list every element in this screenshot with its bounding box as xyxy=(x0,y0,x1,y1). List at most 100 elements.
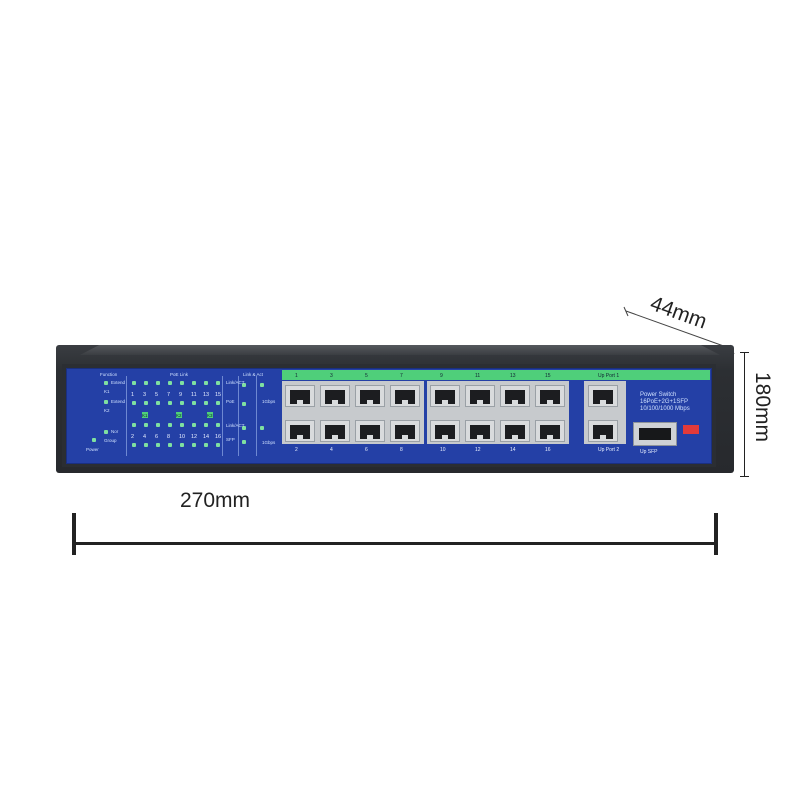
rj45-port-10[interactable] xyxy=(430,420,460,442)
width-dimension-cap-left xyxy=(72,513,76,555)
group-badge-1-label: K1 xyxy=(142,413,148,418)
function-id-1: K1 xyxy=(104,389,110,394)
port-led-odd-9 xyxy=(180,381,184,385)
port-label-9: 9 xyxy=(440,373,443,379)
uplink-label-3: Link/ACT xyxy=(226,423,245,428)
rj45-port-up-port-2[interactable] xyxy=(588,420,618,442)
link-act-header: Link & Act xyxy=(243,372,264,377)
speed-label-1: 1Gbps xyxy=(262,399,276,404)
port-label-7: 7 xyxy=(400,373,403,379)
uplink-led-4 xyxy=(242,440,246,444)
rj45-port-8[interactable] xyxy=(390,420,420,442)
rj45-port-6[interactable] xyxy=(355,420,385,442)
led-separator-2 xyxy=(222,376,223,456)
port-led-odd-13 xyxy=(204,381,208,385)
port-led-even-6 xyxy=(156,423,160,427)
rj45-port-5[interactable] xyxy=(355,385,385,407)
port-label-up-port-1: Up Port 1 xyxy=(598,373,620,379)
function-label-2: Extend xyxy=(111,399,126,404)
poe-led-even-12 xyxy=(192,443,196,447)
rj45-port-3[interactable] xyxy=(320,385,350,407)
power-led xyxy=(92,438,96,442)
port-label-up-port-2: Up Port 2 xyxy=(598,447,620,453)
group-badge-1 xyxy=(142,412,148,418)
poe-led-even-10 xyxy=(180,443,184,447)
function-label-3: Nor xyxy=(111,429,119,434)
uplink-label-1: Link/ACT xyxy=(226,380,245,385)
rj45-port-12[interactable] xyxy=(465,420,495,442)
led-number-8: 8 xyxy=(167,434,171,440)
rj45-port-11[interactable] xyxy=(465,385,495,407)
port-led-even-16 xyxy=(216,423,220,427)
port-label-14: 14 xyxy=(510,447,516,453)
group-badge-2-label: K2 xyxy=(176,413,182,418)
rj45-port-13[interactable] xyxy=(500,385,530,407)
width-dimension-cap-right xyxy=(714,513,718,555)
poe-led-even-6 xyxy=(156,443,160,447)
rj45-port-up-port-1[interactable] xyxy=(588,385,618,407)
height-dimension-cap-top xyxy=(740,352,749,353)
port-led-odd-3 xyxy=(144,381,148,385)
port-number-strip xyxy=(282,370,710,380)
uplink-led-1 xyxy=(242,383,246,387)
led-number-7: 7 xyxy=(167,392,171,398)
uplink-led-2 xyxy=(242,402,246,406)
port-label-5: 5 xyxy=(365,373,368,379)
function-id-3: Group xyxy=(104,438,117,443)
poe-link-header: PoE Link xyxy=(170,372,189,377)
info-line-2: 16PoE+2G+1SFP xyxy=(640,399,689,405)
port-label-13: 13 xyxy=(510,373,516,379)
port-led-even-10 xyxy=(180,423,184,427)
led-number-4: 4 xyxy=(143,434,147,440)
port-led-even-14 xyxy=(204,423,208,427)
height-dimension-line xyxy=(744,352,745,476)
port-led-odd-7 xyxy=(168,381,172,385)
port-label-15: 15 xyxy=(545,373,551,379)
poe-led-odd-15 xyxy=(216,401,220,405)
rj45-port-15[interactable] xyxy=(535,385,565,407)
port-label-2: 2 xyxy=(295,447,298,453)
port-label-8: 8 xyxy=(400,447,403,453)
led-number-3: 3 xyxy=(143,392,147,398)
group-badge-2 xyxy=(176,412,182,418)
rj45-port-1[interactable] xyxy=(285,385,315,407)
function-header: Function xyxy=(100,372,118,377)
rj45-port-16[interactable] xyxy=(535,420,565,442)
port-led-even-4 xyxy=(144,423,148,427)
speed-label-2: 1Gbps xyxy=(262,440,276,445)
poe-led-odd-11 xyxy=(192,401,196,405)
speed-led-1 xyxy=(260,383,264,387)
led-separator-4 xyxy=(256,376,257,456)
led-number-13: 13 xyxy=(203,392,210,398)
poe-led-even-8 xyxy=(168,443,172,447)
rj45-port-2[interactable] xyxy=(285,420,315,442)
led-separator-1 xyxy=(126,376,127,456)
led-separator-3 xyxy=(238,376,239,456)
port-label-3: 3 xyxy=(330,373,333,379)
sfp-port[interactable] xyxy=(633,422,677,446)
led-number-15: 15 xyxy=(215,392,222,398)
function-id-2: K2 xyxy=(104,408,110,413)
port-led-odd-11 xyxy=(192,381,196,385)
port-label-6: 6 xyxy=(365,447,368,453)
function-led-2 xyxy=(104,400,108,404)
poe-led-even-2 xyxy=(132,443,136,447)
width-dimension-line xyxy=(73,542,716,545)
led-number-9: 9 xyxy=(179,392,183,398)
group-badge-3-label: K3 xyxy=(207,413,213,418)
poe-led-odd-3 xyxy=(144,401,148,405)
rj45-port-4[interactable] xyxy=(320,420,350,442)
function-led-1 xyxy=(104,381,108,385)
width-dimension-label: 270mm xyxy=(180,489,251,512)
uplink-label-2: PoE xyxy=(226,399,235,404)
port-led-odd-15 xyxy=(216,381,220,385)
rj45-port-7[interactable] xyxy=(390,385,420,407)
rj45-port-14[interactable] xyxy=(500,420,530,442)
port-label-11: 11 xyxy=(475,373,481,379)
poe-led-odd-9 xyxy=(180,401,184,405)
dip-switch[interactable] xyxy=(683,425,699,434)
rj45-port-9[interactable] xyxy=(430,385,460,407)
power-label: Power xyxy=(86,447,99,452)
port-label-12: 12 xyxy=(475,447,481,453)
led-number-6: 6 xyxy=(155,434,159,440)
